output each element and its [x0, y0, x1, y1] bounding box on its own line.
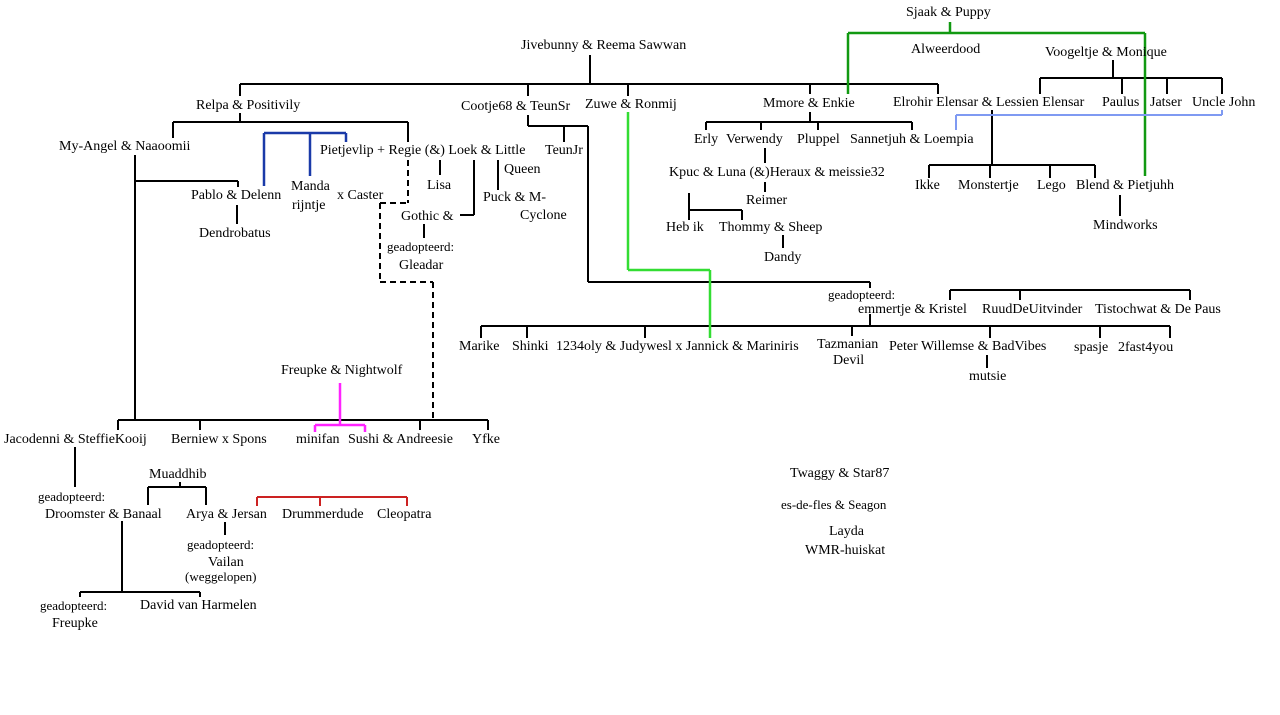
node-tistochwat: Tistochwat & De Paus: [1095, 302, 1221, 317]
label-geadopteerd-droomster: geadopteerd:: [38, 489, 106, 504]
node-ikke: Ikke: [915, 178, 940, 193]
node-thommy: Thommy & Sheep: [719, 220, 823, 235]
node-paulus: Paulus: [1102, 95, 1140, 110]
node-zuwe: Zuwe & Ronmij: [585, 97, 677, 112]
node-monstertje: Monstertje: [958, 178, 1019, 193]
label-geadopteerd-emmertje: geadopteerd:: [828, 287, 896, 302]
node-david: David van Harmelen: [140, 598, 257, 613]
node-puck: Puck & M-: [483, 190, 546, 205]
node-elrohir: Elrohir Elensar & Lessien Elensar: [893, 95, 1085, 110]
node-peter: Peter Willemse & BadVibes: [889, 339, 1047, 354]
node-cleopatra: Cleopatra: [377, 507, 432, 522]
node-manda: Manda: [291, 179, 330, 194]
node-minifan: minifan: [296, 432, 340, 447]
node-berniew: Berniew x Spons: [171, 432, 267, 447]
node-queen: Queen: [504, 162, 541, 177]
label-geadopteerd-gleadar: geadopteerd:: [387, 239, 455, 254]
node-kpuc: Kpuc & Luna (&)Heraux & meissie32: [669, 165, 885, 180]
node-muaddhib: Muaddhib: [149, 467, 207, 482]
node-shinki: Shinki: [512, 339, 549, 354]
label-geadopteerd-vailan: geadopteerd:: [187, 537, 255, 552]
node-teunjr: TeunJr: [545, 143, 583, 158]
node-arya: Arya & Jersan: [186, 507, 267, 522]
node-drummerdude: Drummerdude: [282, 507, 364, 522]
node-lego: Lego: [1037, 178, 1066, 193]
node-caster: x Caster: [337, 188, 384, 203]
node-erly: Erly: [694, 132, 719, 147]
node-sjaak: Sjaak & Puppy: [906, 5, 991, 20]
node-sushi: Sushi & Andreesie: [348, 432, 453, 447]
label-geadopteerd-freupke: geadopteerd:: [40, 598, 108, 613]
node-spasje: spasje: [1074, 340, 1109, 355]
node-judywesl: 1234oly & Judywesl x Jannick & Mariniris: [556, 339, 799, 354]
node-pietjevlip: Pietjevlip + Regie (&) Loek & Little: [320, 143, 526, 158]
node-jacodenni: Jacodenni & SteffieKooij: [4, 432, 147, 447]
node-alweerdood: Alweerdood: [911, 42, 981, 57]
node-freupke: Freupke: [52, 616, 98, 631]
node-mmore: Mmore & Enkie: [763, 96, 855, 111]
node-twaggy: Twaggy & Star87: [790, 466, 890, 481]
node-wmr: WMR-huiskat: [805, 543, 886, 558]
node-relpa: Relpa & Positivily: [196, 98, 301, 113]
node-yfke: Yfke: [472, 432, 500, 447]
node-voogeltje: Voogeltje & Monique: [1045, 45, 1167, 60]
node-esdefles: es-de-fles & Seagon: [781, 497, 887, 512]
node-sannetjuh: Sannetjuh & Loempia: [850, 132, 974, 147]
node-marike: Marike: [459, 339, 500, 354]
node-reimer: Reimer: [746, 193, 788, 208]
node-verwendy: Verwendy: [726, 132, 783, 147]
node-mutsie: mutsie: [969, 369, 1007, 384]
node-2fast4you: 2fast4you: [1118, 340, 1174, 355]
node-jivebunny: Jivebunny & Reema Sawwan: [521, 38, 687, 53]
node-pluppel: Pluppel: [797, 132, 840, 147]
node-hebik: Heb ik: [666, 220, 704, 235]
node-blend: Blend & Pietjuhh: [1076, 178, 1174, 193]
node-jatser: Jatser: [1150, 95, 1182, 110]
node-emmertje: emmertje & Kristel: [858, 302, 967, 317]
node-unclejohn: Uncle John: [1192, 95, 1256, 110]
node-myangel: My-Angel & Naaoomii: [59, 139, 191, 154]
node-dandy: Dandy: [764, 250, 802, 265]
node-weggelopen: (weggelopen): [185, 569, 257, 584]
node-vailan: Vailan: [208, 555, 244, 570]
node-lisa: Lisa: [427, 178, 452, 193]
node-pablo: Pablo & Delenn: [191, 188, 282, 203]
node-tazmanian: Tazmanian: [817, 337, 879, 352]
node-layda: Layda: [829, 524, 864, 539]
node-gothic: Gothic &: [401, 209, 454, 224]
node-ruud: RuudDeUitvinder: [982, 302, 1083, 317]
node-gleadar: Gleadar: [399, 258, 444, 273]
node-rijntje: rijntje: [292, 198, 326, 213]
node-freupke-nightwolf: Freupke & Nightwolf: [281, 363, 403, 378]
node-devil: Devil: [833, 353, 865, 368]
node-mindworks: Mindworks: [1093, 218, 1158, 233]
node-droomster: Droomster & Banaal: [45, 507, 162, 522]
node-dendrobatus: Dendrobatus: [199, 226, 271, 241]
node-cyclone: Cyclone: [520, 208, 567, 223]
node-cootje: Cootje68 & TeunSr: [461, 99, 571, 114]
